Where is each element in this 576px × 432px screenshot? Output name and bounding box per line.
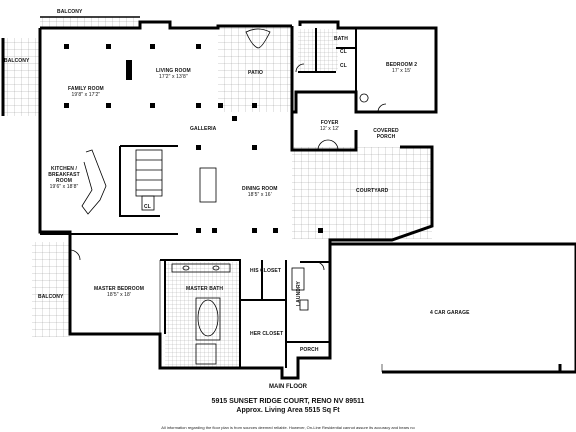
balcony-left-tiles bbox=[3, 38, 40, 116]
foyer-door bbox=[317, 139, 339, 151]
balcony-top-tiles bbox=[40, 17, 140, 28]
bath-tub-oval bbox=[245, 28, 271, 49]
label-garage: 4 CAR GARAGE bbox=[430, 310, 470, 316]
tiled-areas bbox=[3, 17, 432, 368]
interior-walls bbox=[40, 28, 357, 368]
fixtures bbox=[81, 28, 369, 365]
patio-tiles bbox=[218, 26, 292, 112]
wall-top bbox=[40, 20, 292, 30]
label-porch: PORCH bbox=[300, 347, 319, 353]
label-balcony-bottom: BALCONY bbox=[38, 294, 64, 300]
label-covered-porch: COVERED PORCH bbox=[373, 128, 399, 140]
label-foyer: FOYER 12' x 12' bbox=[320, 120, 340, 132]
master-door bbox=[69, 249, 81, 261]
kitchen-counter bbox=[81, 149, 107, 215]
bathtub bbox=[197, 299, 219, 337]
label-master-bath: MASTER BATH bbox=[186, 286, 224, 292]
label-her-closet: HER CLOSET bbox=[250, 331, 284, 337]
label-cl-lower: CL bbox=[340, 63, 347, 69]
label-family-room: FAMILY ROOM 19'8" x 17'2" bbox=[68, 86, 104, 98]
wall-main-outline bbox=[38, 28, 434, 380]
label-balcony-top: BALCONY bbox=[57, 9, 83, 15]
doors bbox=[69, 63, 387, 271]
columns bbox=[64, 44, 323, 233]
shower bbox=[195, 343, 217, 365]
label-bedroom-2: BEDROOM 2 17' x 15' bbox=[386, 62, 418, 74]
bath-tiles bbox=[298, 29, 338, 71]
disclaimer: All information regarding the floor plan… bbox=[161, 425, 415, 430]
vanity bbox=[171, 263, 231, 273]
address: 5915 SUNSET RIDGE COURT, RENO NV 89511 bbox=[211, 398, 365, 405]
label-cl-kitchen: CL bbox=[144, 204, 151, 210]
kitchen-island bbox=[199, 167, 217, 203]
exterior-walls bbox=[1, 16, 576, 380]
living-area: Approx. Living Area 5515 Sq Ft bbox=[236, 407, 340, 414]
bath-door bbox=[295, 63, 305, 73]
label-master-bedroom: MASTER BEDROOM 18'5" x 18' bbox=[94, 286, 145, 298]
wall-foyer bbox=[290, 112, 358, 152]
windows bbox=[159, 260, 383, 372]
master-bath-tiles bbox=[165, 262, 239, 368]
label-bath: BATH bbox=[334, 36, 348, 42]
garage-door bbox=[315, 261, 325, 271]
balcony-bottom-tiles bbox=[32, 242, 70, 337]
porch-door bbox=[377, 103, 387, 113]
label-courtyard: COURTYARD bbox=[356, 188, 389, 194]
label-laundry: LAUNDRY bbox=[296, 281, 302, 306]
label-balcony-left: BALCONY bbox=[4, 58, 30, 64]
courtyard-tiles bbox=[292, 147, 432, 239]
wall-garage bbox=[330, 242, 576, 374]
stair bbox=[135, 149, 163, 197]
label-galleria: GALLERIA bbox=[190, 126, 217, 132]
floor-title: MAIN FLOOR bbox=[269, 384, 307, 390]
label-kitchen: KITCHEN / BREAKFAST ROOM 19'6" x 18'8" bbox=[48, 166, 80, 190]
wall-bedroom2 bbox=[290, 20, 438, 114]
label-cl-upper: CL bbox=[340, 49, 347, 55]
label-dining-room: DINING ROOM 18'5" x 16' bbox=[242, 186, 278, 198]
label-patio: PATIO bbox=[248, 70, 264, 76]
label-living-room: LIVING ROOM 17'2" x 13'8" bbox=[156, 68, 191, 80]
label-his-closet: HIS CLOSET bbox=[250, 268, 282, 274]
